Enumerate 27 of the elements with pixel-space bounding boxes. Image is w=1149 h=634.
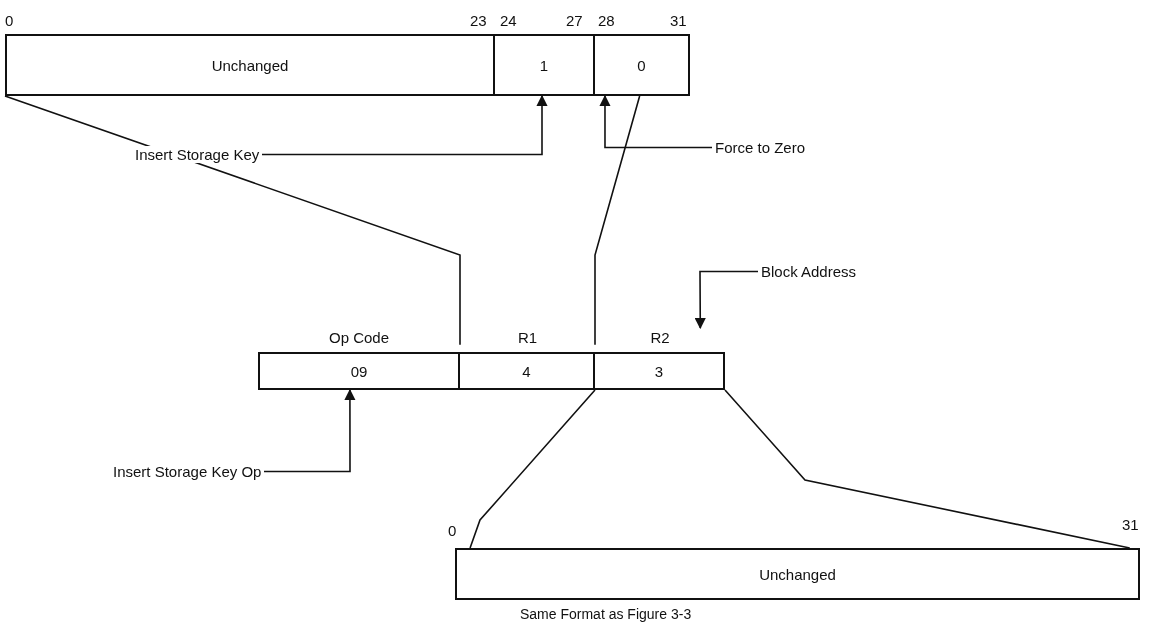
register-field: 0 bbox=[595, 34, 690, 96]
leader-line bbox=[594, 95, 641, 346]
leader-line bbox=[724, 389, 1131, 549]
bit-number: 31 bbox=[670, 12, 687, 29]
register-field: Unchanged bbox=[455, 548, 1140, 600]
leader-line bbox=[469, 389, 596, 549]
arrow bbox=[599, 94, 713, 149]
bit-number: 0 bbox=[448, 522, 457, 539]
instruction-field: 09 bbox=[258, 352, 460, 390]
bit-number: 23 bbox=[470, 12, 487, 29]
arrow bbox=[261, 94, 548, 156]
bit-number: 0 bbox=[5, 12, 14, 29]
instruction-field: 3 bbox=[595, 352, 725, 390]
field-caption: Same Format as Figure 3-3 bbox=[520, 606, 693, 622]
register-field: 1 bbox=[495, 34, 595, 96]
bit-number: 27 bbox=[566, 12, 583, 29]
field-heading: R1 bbox=[516, 328, 539, 348]
bit-number: 24 bbox=[500, 12, 517, 29]
leader-line bbox=[4, 95, 461, 346]
arrow bbox=[263, 388, 356, 473]
register-field: Unchanged bbox=[5, 34, 495, 96]
bit-number: 28 bbox=[598, 12, 615, 29]
field-heading: Op Code bbox=[327, 328, 390, 348]
instruction-field: 4 bbox=[460, 352, 595, 390]
bit-number: 31 bbox=[1122, 516, 1139, 533]
field-heading: R2 bbox=[649, 328, 671, 348]
arrow bbox=[694, 270, 759, 330]
